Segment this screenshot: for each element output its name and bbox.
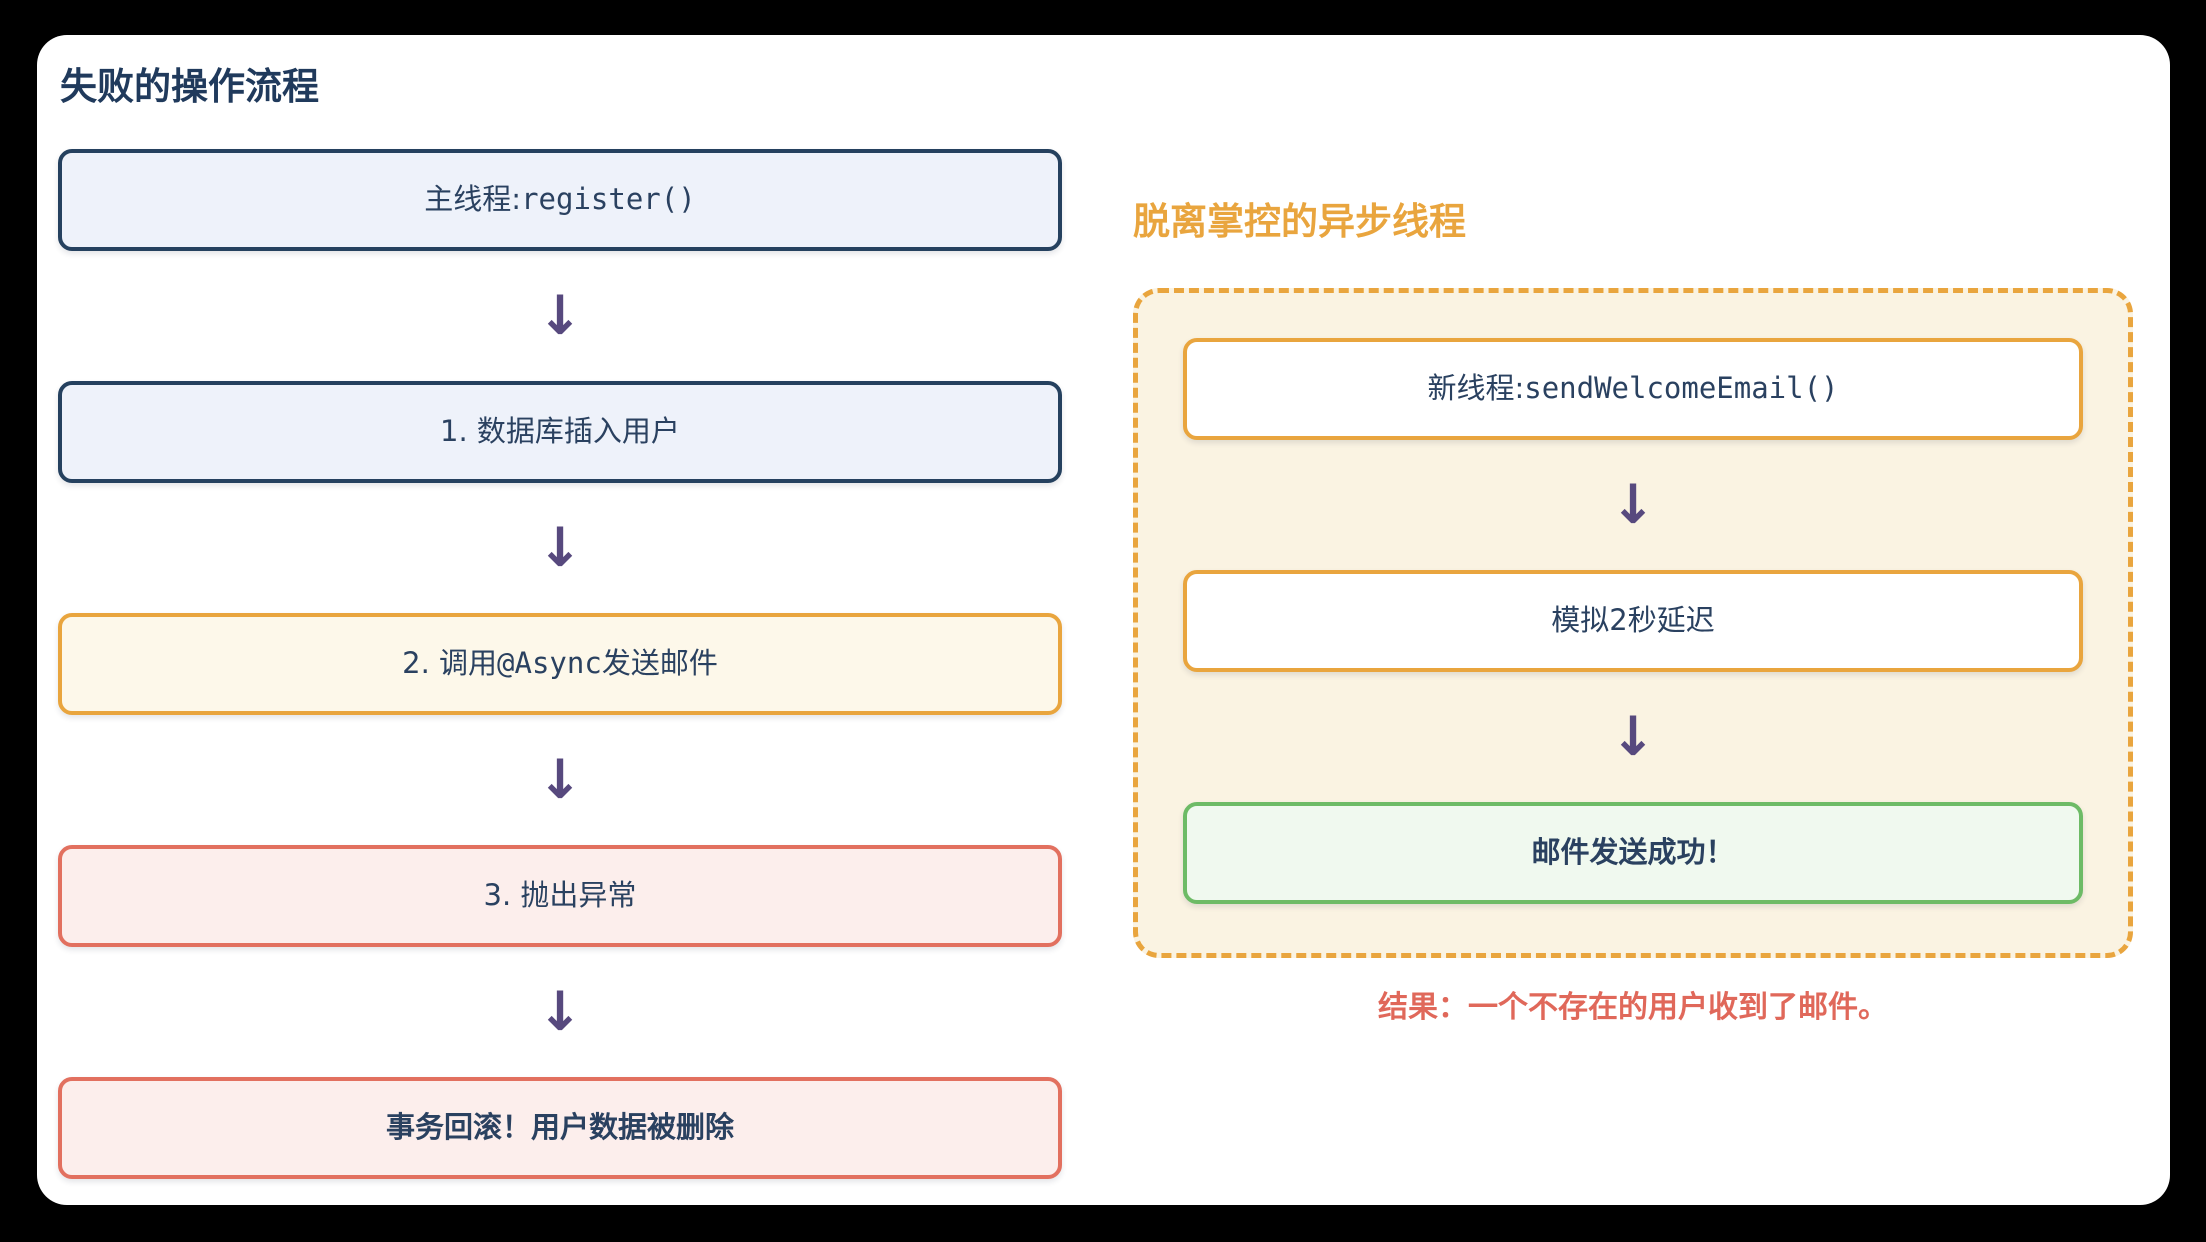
flow-node-rollback: 事务回滚！用户数据被删除 — [58, 1076, 1062, 1179]
arrow-down-icon: ↓ — [537, 747, 583, 811]
flow-arrow-gap: ↓ — [58, 947, 1062, 1077]
node-label: 事务回滚！用户数据被删除 — [385, 1110, 734, 1145]
node-code-label: @Async — [497, 646, 602, 681]
arrow-down-icon: ↓ — [1610, 472, 1656, 536]
arrow-down-icon: ↓ — [537, 283, 583, 347]
flow-node-main-register: 主线程: register() — [58, 148, 1062, 251]
node-code-label: register() — [521, 182, 696, 217]
flow-arrow-gap: ↓ — [58, 483, 1062, 613]
node-code-label: sendWelcomeEmail() — [1524, 371, 1839, 406]
node-label: 邮件发送成功！ — [1531, 835, 1735, 870]
node-label: 模拟2秒延迟 — [1551, 603, 1715, 638]
flow-node-email-success: 邮件发送成功！ — [1183, 801, 2083, 904]
node-label: 发送邮件 — [601, 646, 718, 681]
node-label: 3. 抛出异常 — [483, 878, 637, 913]
left-flow-title: 失败的操作流程 — [60, 65, 319, 108]
flow-arrow-gap: ↓ — [58, 251, 1062, 381]
arrow-down-icon: ↓ — [537, 515, 583, 579]
arrow-down-icon: ↓ — [1610, 704, 1656, 768]
flow-arrow-gap: ↓ — [58, 715, 1062, 845]
flow-node-delay: 模拟2秒延迟 — [1183, 569, 2083, 672]
async-thread-flow: 脱离掌控的异步线程 新线程: sendWelcomeEmail() ↓ 模拟2秒… — [1133, 35, 2133, 1024]
async-thread-panel: 新线程: sendWelcomeEmail() ↓ 模拟2秒延迟 ↓ 邮件发送成… — [1133, 287, 2133, 958]
flow-node-new-thread: 新线程: sendWelcomeEmail() — [1183, 337, 2083, 440]
result-note: 结果：一个不存在的用户收到了邮件。 — [1378, 989, 1888, 1025]
flow-node-async-call: 2. 调用 @Async 发送邮件 — [58, 612, 1062, 715]
flow-node-db-insert: 1. 数据库插入用户 — [58, 380, 1062, 483]
right-flow-title: 脱离掌控的异步线程 — [1133, 200, 1466, 243]
flow-arrow-gap: ↓ — [1183, 672, 2083, 802]
main-thread-flow: 失败的操作流程 主线程: register() ↓ 1. 数据库插入用户 ↓ 2… — [58, 35, 1062, 1179]
node-label: 2. 调用 — [402, 646, 498, 681]
flow-arrow-gap: ↓ — [1183, 440, 2083, 570]
node-label: 主线程: — [424, 182, 522, 217]
node-label: 新线程: — [1427, 371, 1525, 406]
arrow-down-icon: ↓ — [537, 979, 583, 1043]
node-label: 1. 数据库插入用户 — [440, 414, 680, 449]
flow-node-throw-exception: 3. 抛出异常 — [58, 844, 1062, 947]
diagram-card: 失败的操作流程 主线程: register() ↓ 1. 数据库插入用户 ↓ 2… — [37, 35, 2170, 1205]
